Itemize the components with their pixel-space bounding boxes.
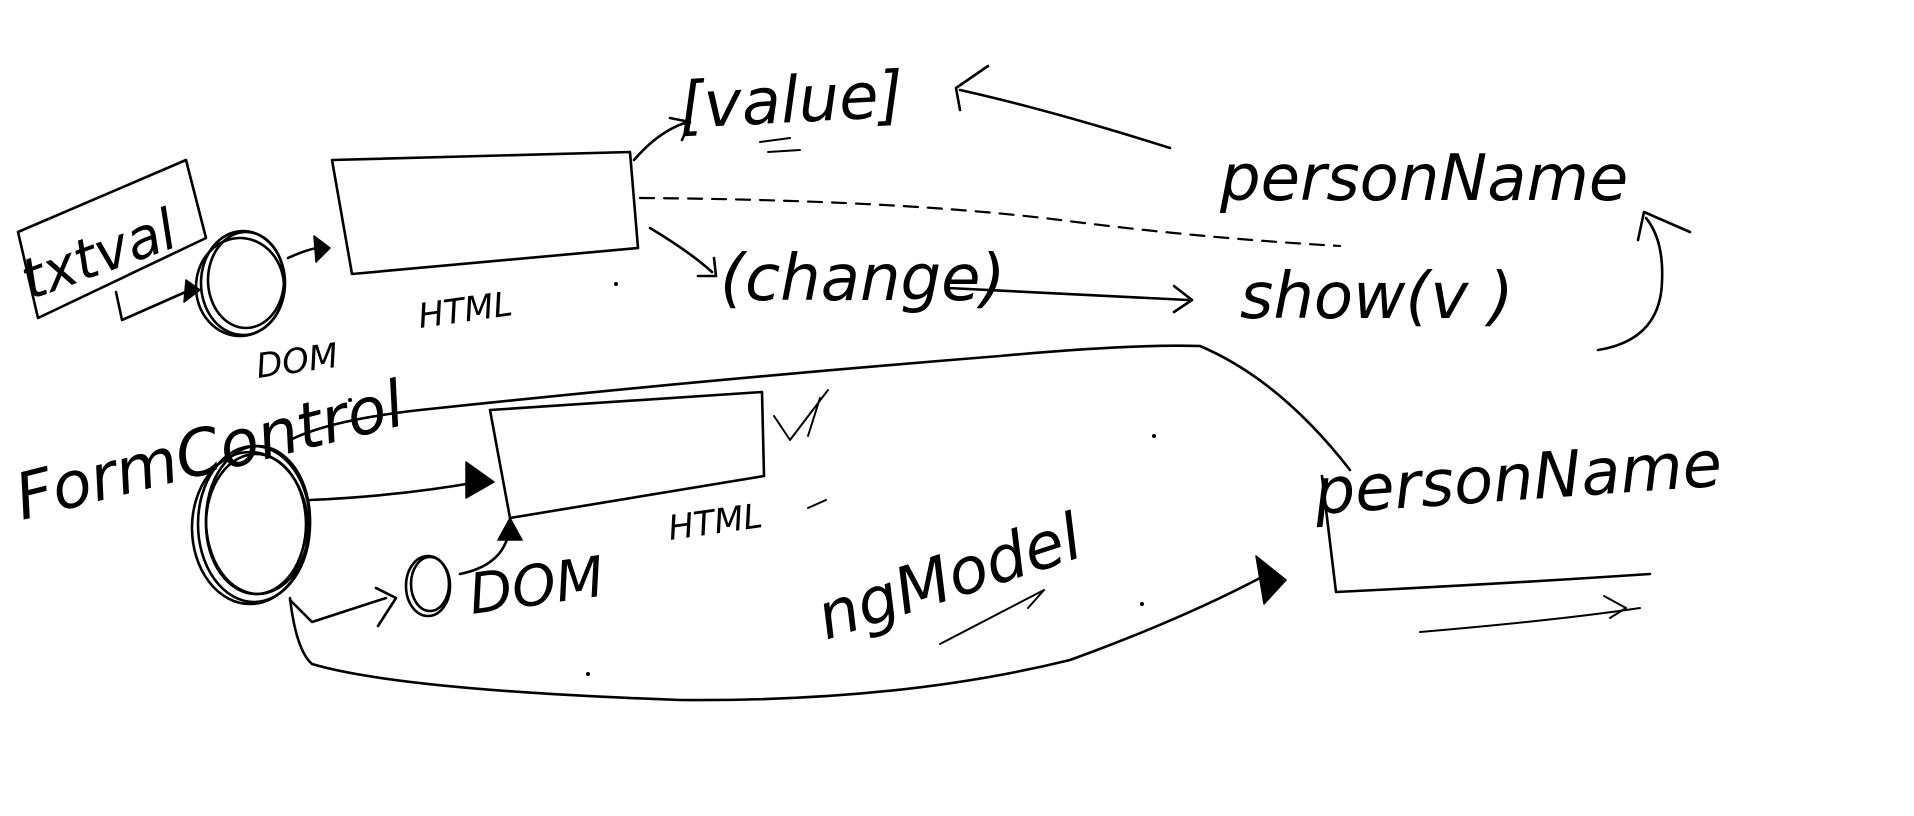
show-to-personname-arrow	[1596, 216, 1664, 352]
top-control-node	[194, 229, 287, 338]
dom-node	[404, 554, 452, 618]
bottom-html-tick	[773, 389, 829, 441]
value-binding-label: [value]	[677, 58, 905, 144]
person-name-input-underline	[1419, 607, 1641, 633]
change-event-label: (change)	[720, 242, 1005, 316]
stray-dots	[348, 282, 1156, 676]
html-to-change-arrow	[648, 226, 714, 274]
bottom-html-input-box	[488, 390, 766, 520]
ng-model-label: ngModel	[808, 500, 1091, 655]
arrowhead-txtval-node	[183, 279, 201, 303]
form-node-to-html-arrow	[308, 480, 480, 502]
top-dom-label: DOM	[254, 336, 341, 387]
ng-model-underline	[939, 589, 1045, 645]
show-call-label: show(v )	[1240, 260, 1514, 334]
value-underline	[759, 137, 801, 153]
form-node-to-ngmodel-curve	[288, 576, 1262, 702]
bottom-dom-label: DOM	[465, 545, 608, 628]
arrowhead-personname-bottom	[1255, 555, 1287, 605]
html-to-personname-dashed	[638, 196, 1342, 248]
arrowhead-to-value	[954, 64, 990, 112]
arrowhead-show	[1172, 284, 1194, 314]
personname-to-value-arrow	[958, 88, 1172, 150]
bottom-html-label-tick	[807, 499, 827, 509]
bottom-html-label: HTML	[666, 496, 765, 549]
form-control-node	[190, 444, 312, 606]
form-node-to-dom-connector	[288, 596, 388, 624]
html-to-value-arrow	[632, 120, 690, 162]
form-control-label: FormControl	[8, 368, 412, 536]
txtval-box	[16, 158, 208, 320]
arrowhead-node-html	[313, 235, 331, 263]
arrowhead-dom-html	[497, 517, 523, 541]
person-name-top-label: personName	[1219, 142, 1628, 216]
txtval-to-node-connector	[114, 288, 192, 322]
dom-to-html-arrow	[458, 534, 510, 576]
arrowhead-personname	[1636, 210, 1692, 242]
person-name-input-underline-tick	[1603, 595, 1627, 619]
change-to-show-arrow	[946, 286, 1190, 302]
top-html-input-box	[330, 150, 640, 276]
txtval-label: txtval	[13, 197, 186, 313]
form-node-to-personname-curve	[288, 344, 1352, 472]
top-html-label: HTML	[416, 284, 515, 337]
arrowhead-dom	[374, 586, 398, 628]
arrowhead-bottom-html	[465, 461, 495, 499]
person-name-input-line	[1320, 474, 1652, 594]
person-name-bottom-label: personName	[1311, 428, 1724, 530]
arrowhead-value	[668, 116, 692, 142]
arrowhead-change	[696, 256, 718, 278]
